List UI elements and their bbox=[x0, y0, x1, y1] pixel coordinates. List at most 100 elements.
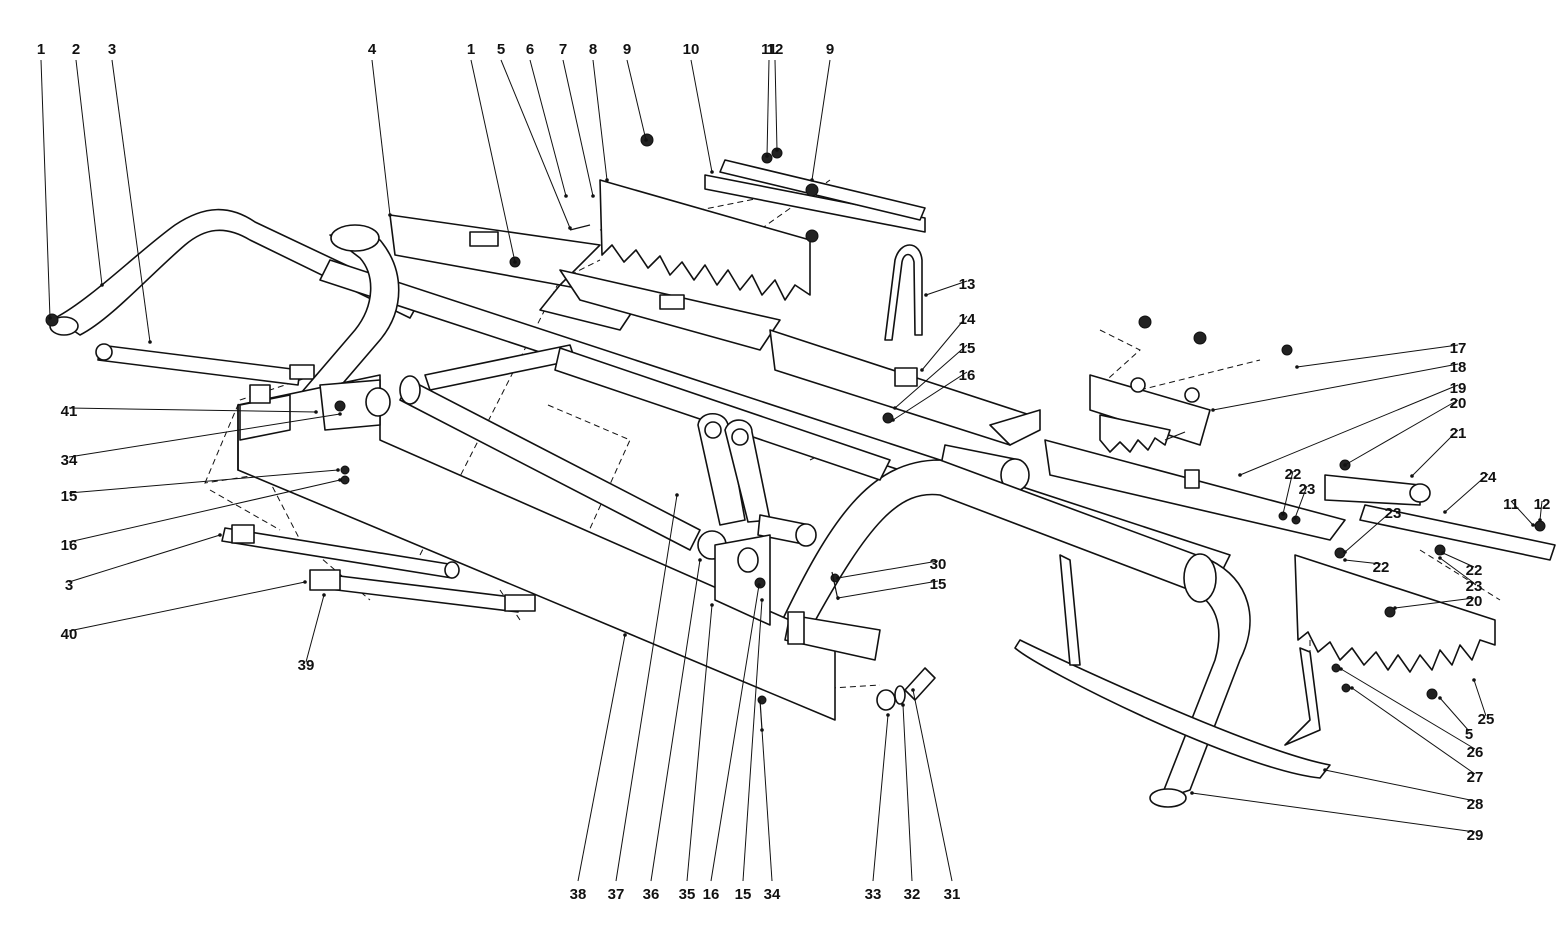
callout-label: 11 bbox=[1503, 496, 1519, 513]
leader-tip bbox=[760, 728, 764, 732]
callout-label: 22 bbox=[1373, 559, 1390, 576]
leader-line bbox=[68, 413, 341, 458]
callout-label: 36 bbox=[643, 886, 660, 903]
callout-leader-lines bbox=[40, 59, 1543, 882]
callout-label: 1 bbox=[37, 41, 45, 58]
leader-line bbox=[894, 344, 968, 409]
callout-label: 15 bbox=[61, 488, 78, 505]
callout-label: 20 bbox=[1450, 395, 1467, 412]
leader-tip bbox=[1323, 768, 1327, 772]
leader-line bbox=[1411, 429, 1459, 477]
leader-line bbox=[811, 59, 831, 181]
leader-line bbox=[577, 634, 626, 882]
callout-label: 4 bbox=[368, 41, 377, 58]
callout-label: 13 bbox=[959, 276, 976, 293]
leader-line bbox=[1351, 687, 1476, 775]
callout-label: 5 bbox=[497, 41, 505, 58]
leader-line bbox=[1394, 597, 1475, 609]
leader-line bbox=[1344, 559, 1382, 565]
callout-label: 3 bbox=[65, 577, 73, 594]
leader-line bbox=[902, 704, 913, 882]
u-bolt bbox=[884, 244, 923, 341]
callout-label: 11 bbox=[761, 41, 777, 58]
leader-tip bbox=[1343, 558, 1347, 562]
callout-label: 23 bbox=[1385, 505, 1402, 522]
callout-label: 41 bbox=[61, 403, 78, 420]
callout-label: 2 bbox=[72, 41, 80, 58]
callout-label: 22 bbox=[1466, 562, 1483, 579]
callout-label: 9 bbox=[623, 41, 631, 58]
callout-label: 23 bbox=[1466, 578, 1483, 595]
leader-tip bbox=[1393, 606, 1397, 610]
leader-line bbox=[742, 599, 763, 882]
leader-line bbox=[686, 604, 713, 882]
leader-tip bbox=[1339, 667, 1343, 671]
leader-tip bbox=[564, 194, 568, 198]
leader-tip bbox=[303, 580, 307, 584]
right-bar-pair bbox=[1324, 474, 1556, 561]
leader-tip bbox=[891, 418, 895, 422]
leader-line bbox=[925, 280, 968, 296]
callout-label: 18 bbox=[1450, 359, 1467, 376]
right-tube bbox=[939, 444, 1030, 492]
callout-label: 12 bbox=[1534, 496, 1551, 513]
callout-label: 28 bbox=[1467, 796, 1484, 813]
callout-label: 34 bbox=[764, 886, 781, 903]
leader-tip bbox=[1190, 791, 1194, 795]
callout-label: 40 bbox=[61, 626, 78, 643]
callout-label: 16 bbox=[703, 886, 720, 903]
callout-label: 16 bbox=[959, 367, 976, 384]
hydraulic-cylinder-upper bbox=[95, 343, 315, 386]
leader-tip bbox=[644, 138, 648, 142]
leader-tip bbox=[513, 260, 517, 264]
top-plate-mid bbox=[559, 269, 781, 351]
leader-line bbox=[529, 59, 567, 197]
callout-label: 26 bbox=[1467, 744, 1484, 761]
bar-pair-top bbox=[704, 159, 926, 233]
leader-tip bbox=[760, 598, 764, 602]
callout-label: 32 bbox=[904, 886, 921, 903]
leader-tip bbox=[1438, 696, 1442, 700]
callout-label: 37 bbox=[608, 886, 625, 903]
leader-tip bbox=[710, 170, 714, 174]
leader-line bbox=[562, 59, 594, 197]
leader-line bbox=[1344, 509, 1394, 553]
leader-line bbox=[371, 59, 391, 216]
hydraulic-cylinder-lower-2 bbox=[309, 569, 536, 613]
leader-line bbox=[111, 59, 151, 343]
leader-line bbox=[837, 580, 939, 599]
leader-line bbox=[1473, 679, 1487, 717]
ground-skid bbox=[1014, 554, 1331, 779]
leader-line bbox=[592, 59, 608, 181]
serrated-blade-left bbox=[599, 179, 811, 301]
leader-tip bbox=[836, 576, 840, 580]
callout-label: 12 bbox=[767, 41, 784, 58]
leader-tip bbox=[1472, 678, 1476, 682]
callout-label: 33 bbox=[865, 886, 882, 903]
callout-label: 24 bbox=[1480, 469, 1497, 486]
leader-line bbox=[761, 729, 773, 882]
right-bracket-blade bbox=[1089, 374, 1211, 453]
leader-tip bbox=[605, 178, 609, 182]
leader-line bbox=[1296, 344, 1459, 368]
leader-line bbox=[1442, 552, 1475, 568]
callout-label: 22 bbox=[1285, 466, 1302, 483]
leader-tip bbox=[338, 412, 342, 416]
leader-tip bbox=[698, 558, 702, 562]
callout-label: 30 bbox=[930, 556, 947, 573]
leader-line bbox=[1344, 399, 1459, 466]
callout-label: 34 bbox=[61, 452, 78, 469]
leader-line bbox=[68, 581, 306, 632]
leader-tip bbox=[893, 406, 897, 410]
leader-line bbox=[1539, 500, 1543, 521]
callout-label: 9 bbox=[826, 41, 834, 58]
leader-line bbox=[1191, 792, 1476, 833]
leader-line bbox=[470, 59, 516, 263]
leader-tip bbox=[336, 468, 340, 472]
curved-frame-tube bbox=[779, 459, 1251, 808]
leader-line bbox=[912, 689, 953, 882]
leader-line bbox=[1212, 363, 1459, 411]
leader-line bbox=[774, 59, 778, 151]
leader-line bbox=[837, 560, 939, 579]
